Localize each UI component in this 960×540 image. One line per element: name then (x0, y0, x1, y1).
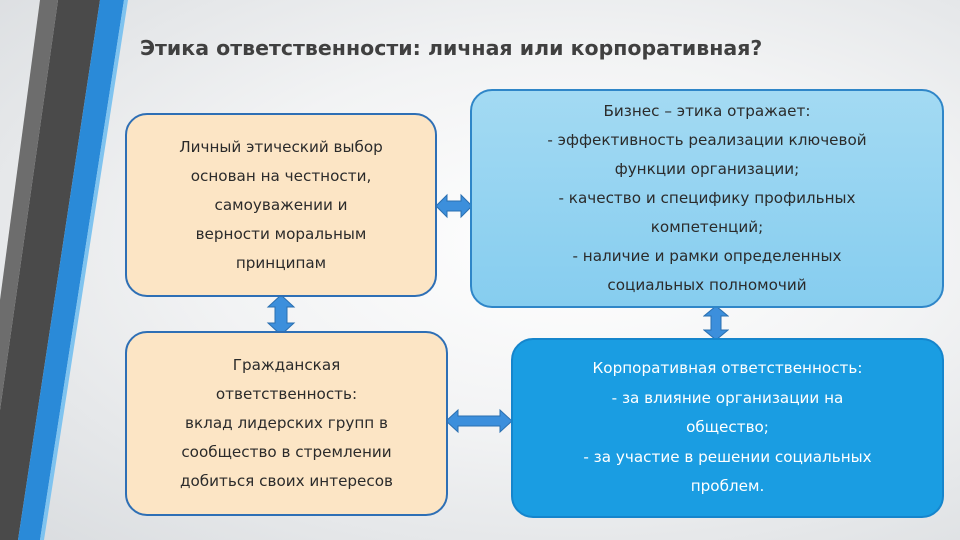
corporate-responsibility-line: - за влияние организации на (611, 388, 844, 407)
page-title: Этика ответственности: личная или корпор… (140, 36, 763, 60)
personal-ethics-line: верности моральным (195, 224, 367, 243)
arrow-horizontal-bottom (446, 408, 512, 434)
business-ethics-line: - эффективность реализации ключевой (547, 131, 867, 149)
civic-responsibility-box: Гражданская ответственность: вклад лидер… (125, 331, 448, 516)
civic-responsibility-line: ответственность: (215, 385, 358, 403)
business-ethics-line: функции организации; (614, 160, 800, 178)
arrow-horizontal-top (436, 193, 472, 219)
civic-responsibility-line: добиться своих интересов (180, 472, 393, 490)
corporate-responsibility-line: Корпоративная ответственность: (592, 359, 863, 378)
personal-ethics-line: самоуважении и (214, 195, 348, 214)
corporate-responsibility-box: Корпоративная ответственность: - за влия… (511, 338, 944, 518)
civic-responsibility-line: сообщество в стремлении (181, 443, 392, 461)
personal-ethics-line: принципам (235, 253, 327, 272)
civic-responsibility-line: Гражданская (232, 356, 341, 374)
arrow-vertical-right (703, 306, 729, 340)
dark-stripe-shadow (0, 0, 58, 410)
business-ethics-line: - наличие и рамки определенных (572, 247, 842, 265)
business-ethics-line: - качество и специфику профильных (558, 189, 856, 207)
business-ethics-line: Бизнес – этика отражает: (603, 102, 811, 120)
corporate-responsibility-line: проблем. (690, 477, 765, 496)
dark-stripe (0, 0, 100, 540)
business-ethics-line: компетенций; (650, 218, 764, 236)
blue-stripe (18, 0, 124, 540)
business-ethics-box: Бизнес – этика отражает: - эффективность… (470, 89, 944, 308)
personal-ethics-box: Личный этический выбор основан на честно… (125, 113, 437, 297)
business-ethics-line: социальных полномочий (607, 276, 807, 294)
blue-stripe-highlight (40, 0, 128, 540)
personal-ethics-line: основан на честности, (190, 166, 372, 185)
corporate-responsibility-line: общество; (686, 418, 769, 437)
personal-ethics-line: Личный этический выбор (179, 137, 383, 156)
arrow-vertical-left (266, 295, 296, 335)
civic-responsibility-line: вклад лидерских групп в (185, 414, 388, 432)
corporate-responsibility-line: - за участие в решении социальных (583, 447, 872, 466)
